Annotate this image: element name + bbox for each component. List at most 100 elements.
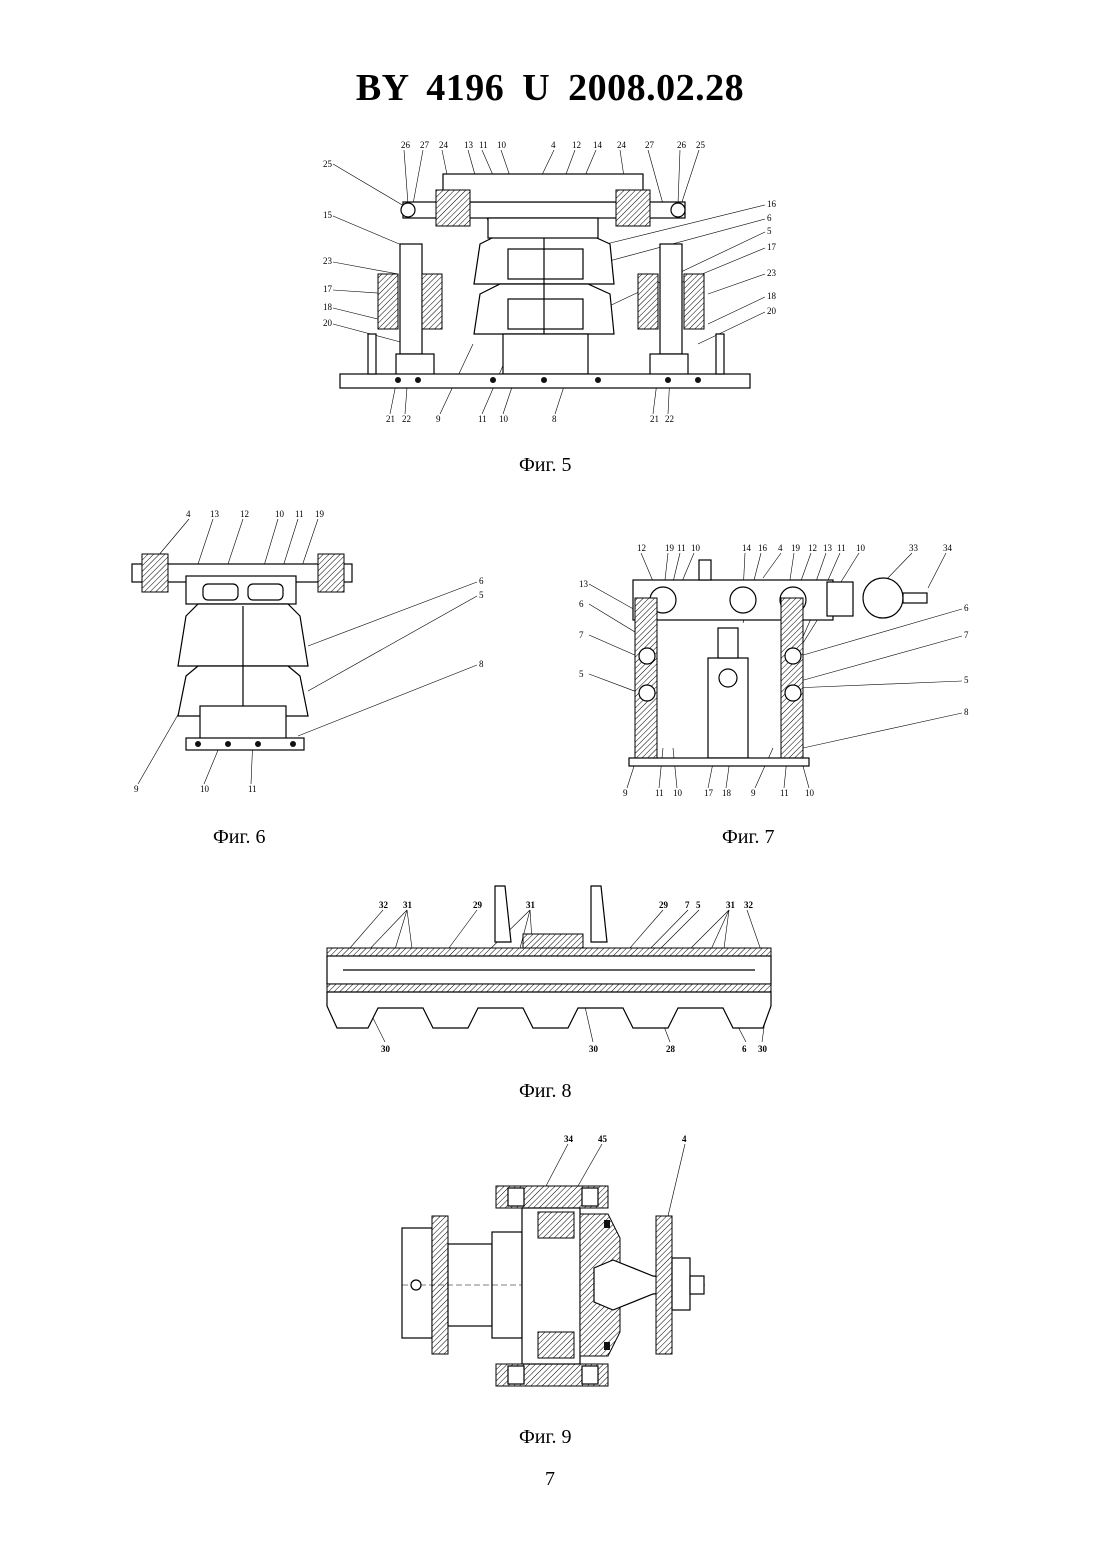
fig5-labels-bottom: 21 22 9 11 10 8 21 22 — [386, 414, 674, 424]
figure-6-caption: Фиг. 6 — [213, 826, 265, 849]
figure-8-caption: Фиг. 8 — [519, 1080, 571, 1103]
svg-text:33: 33 — [909, 543, 919, 553]
svg-text:24: 24 — [617, 140, 627, 150]
svg-text:32: 32 — [744, 900, 754, 910]
figure-8-drawing: 32 31 29 31 29 7 5 31 32 30 30 28 6 30 — [323, 878, 775, 1054]
svg-text:6: 6 — [479, 576, 484, 586]
svg-text:4: 4 — [186, 509, 191, 519]
figure-7-caption: Фиг. 7 — [722, 826, 774, 849]
svg-text:20: 20 — [323, 318, 333, 328]
svg-text:11: 11 — [295, 509, 304, 519]
svg-text:6: 6 — [964, 603, 969, 613]
svg-text:30: 30 — [381, 1044, 391, 1054]
svg-text:11: 11 — [677, 543, 686, 553]
svg-text:21: 21 — [386, 414, 395, 424]
svg-text:13: 13 — [579, 579, 589, 589]
svg-text:7: 7 — [579, 630, 584, 640]
svg-text:28: 28 — [666, 1044, 676, 1054]
svg-text:21: 21 — [650, 414, 659, 424]
svg-text:11: 11 — [655, 788, 664, 798]
svg-text:11: 11 — [780, 788, 789, 798]
document-header: BY 4196 U 2008.02.28 — [0, 66, 1100, 110]
svg-text:17: 17 — [767, 242, 777, 252]
svg-text:8: 8 — [479, 659, 484, 669]
svg-text:17: 17 — [704, 788, 714, 798]
svg-text:18: 18 — [722, 788, 732, 798]
svg-text:17: 17 — [323, 284, 333, 294]
figure-9-drawing: 34 45 4 — [398, 1128, 718, 1400]
svg-text:24: 24 — [439, 140, 449, 150]
svg-text:13: 13 — [464, 140, 474, 150]
svg-text:30: 30 — [589, 1044, 599, 1054]
svg-text:6: 6 — [767, 213, 772, 223]
svg-text:30: 30 — [758, 1044, 768, 1054]
svg-text:5: 5 — [579, 669, 584, 679]
svg-text:9: 9 — [623, 788, 628, 798]
figure-6-drawing: 4 13 12 10 11 19 6 5 8 9 10 11 — [128, 506, 496, 796]
svg-text:18: 18 — [323, 302, 333, 312]
svg-text:13: 13 — [210, 509, 220, 519]
svg-text:31: 31 — [726, 900, 736, 910]
svg-text:26: 26 — [401, 140, 411, 150]
svg-text:32: 32 — [379, 900, 389, 910]
fig5-labels-left: 15 23 17 18 20 — [323, 210, 333, 328]
svg-text:12: 12 — [572, 140, 581, 150]
svg-text:34: 34 — [564, 1134, 574, 1144]
svg-text:11: 11 — [837, 543, 846, 553]
svg-text:26: 26 — [677, 140, 687, 150]
svg-text:10: 10 — [497, 140, 507, 150]
svg-text:4: 4 — [778, 543, 783, 553]
svg-text:5: 5 — [767, 226, 772, 236]
fig5-labels-top: 26 27 24 13 11 10 4 12 14 24 27 26 25 25 — [323, 140, 706, 169]
svg-text:14: 14 — [593, 140, 603, 150]
fig9-labels: 34 45 4 — [564, 1134, 687, 1144]
svg-text:13: 13 — [823, 543, 833, 553]
svg-text:22: 22 — [402, 414, 411, 424]
svg-text:19: 19 — [665, 543, 675, 553]
svg-text:5: 5 — [696, 900, 701, 910]
svg-text:12: 12 — [637, 543, 646, 553]
svg-text:10: 10 — [200, 784, 210, 794]
svg-text:29: 29 — [659, 900, 669, 910]
svg-text:23: 23 — [323, 256, 333, 266]
svg-text:34: 34 — [943, 543, 953, 553]
svg-text:8: 8 — [552, 414, 557, 424]
svg-text:10: 10 — [805, 788, 815, 798]
svg-text:16: 16 — [758, 543, 768, 553]
figure-5-drawing: 26 27 24 13 11 10 4 12 14 24 27 26 25 25… — [318, 134, 783, 426]
svg-text:10: 10 — [499, 414, 509, 424]
svg-text:12: 12 — [808, 543, 817, 553]
svg-text:11: 11 — [478, 414, 487, 424]
svg-text:31: 31 — [526, 900, 536, 910]
fig5-labels-right: 16 6 5 17 23 18 20 — [767, 199, 777, 316]
svg-text:7: 7 — [964, 630, 969, 640]
svg-text:7: 7 — [685, 900, 690, 910]
svg-text:27: 27 — [645, 140, 655, 150]
svg-text:31: 31 — [403, 900, 413, 910]
svg-text:20: 20 — [767, 306, 777, 316]
svg-text:14: 14 — [742, 543, 752, 553]
svg-text:23: 23 — [767, 268, 777, 278]
svg-text:5: 5 — [479, 590, 484, 600]
svg-text:10: 10 — [673, 788, 683, 798]
svg-text:6: 6 — [579, 599, 584, 609]
svg-text:10: 10 — [856, 543, 866, 553]
svg-text:4: 4 — [682, 1134, 687, 1144]
svg-text:10: 10 — [275, 509, 285, 519]
svg-text:45: 45 — [598, 1134, 608, 1144]
svg-text:19: 19 — [315, 509, 325, 519]
svg-text:4: 4 — [551, 140, 556, 150]
figure-5-caption: Фиг. 5 — [519, 454, 571, 477]
svg-text:16: 16 — [767, 199, 777, 209]
figure-7-drawing: 12 19 11 10 14 16 4 19 12 13 11 10 33 34… — [573, 538, 977, 798]
svg-text:15: 15 — [323, 210, 333, 220]
svg-text:8: 8 — [964, 707, 969, 717]
svg-text:9: 9 — [436, 414, 441, 424]
svg-text:5: 5 — [964, 675, 969, 685]
page-number: 7 — [0, 1468, 1100, 1491]
svg-text:9: 9 — [751, 788, 756, 798]
svg-text:22: 22 — [665, 414, 674, 424]
svg-text:19: 19 — [791, 543, 801, 553]
svg-text:12: 12 — [240, 509, 249, 519]
svg-text:25: 25 — [323, 159, 333, 169]
